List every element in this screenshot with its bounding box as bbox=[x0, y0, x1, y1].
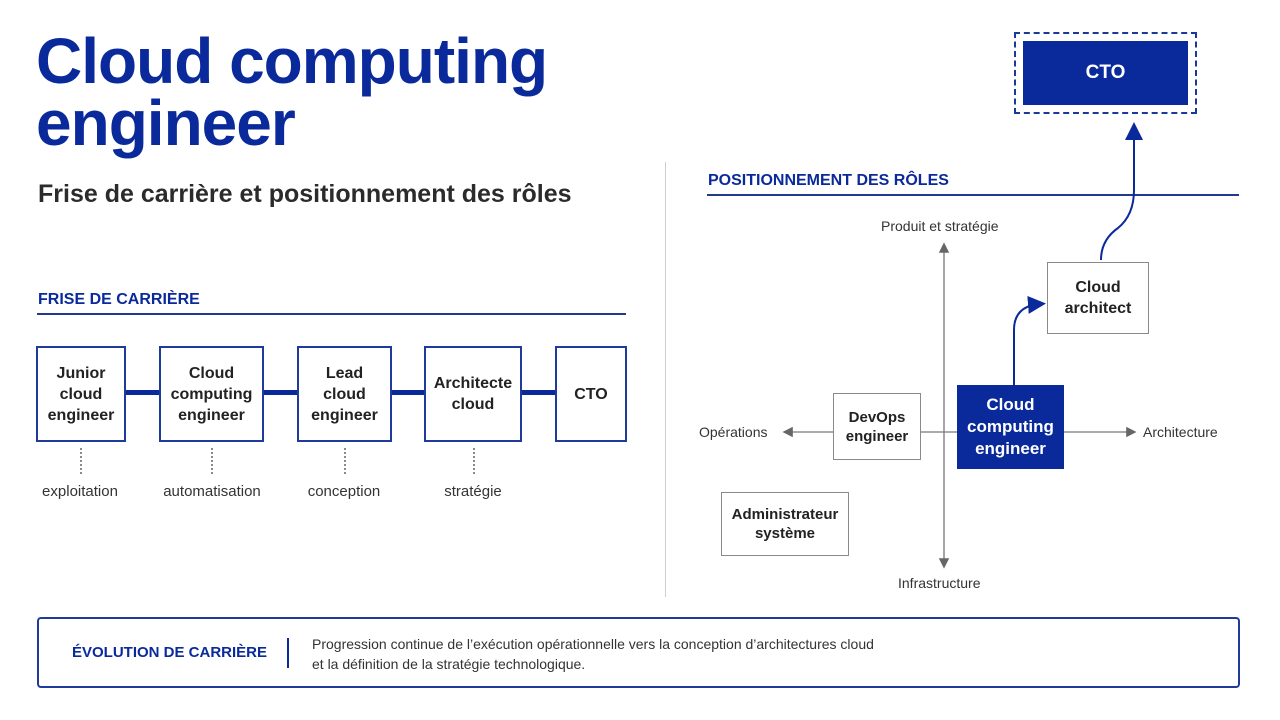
role-label: Administrateur système bbox=[731, 506, 839, 542]
positioning-section-title: POSITIONNEMENT DES RÔLES bbox=[708, 172, 949, 189]
axis-label-bottom: Infrastructure bbox=[898, 575, 981, 591]
career-step-label: Lead cloud engineer bbox=[311, 364, 378, 424]
page-title-line-1: Cloud computing bbox=[36, 25, 548, 97]
career-evolution-banner bbox=[37, 617, 1240, 688]
career-section-rule bbox=[37, 313, 626, 315]
column-divider bbox=[665, 162, 666, 597]
career-connector-dots bbox=[80, 448, 82, 474]
career-step-label: Architecte cloud bbox=[433, 375, 513, 413]
role-cto: CTO bbox=[1023, 41, 1188, 105]
banner-title: ÉVOLUTION DE CARRIÈRE bbox=[72, 644, 268, 661]
career-caption-automatisation: automatisation bbox=[163, 483, 261, 500]
axis-label-right: Architecture bbox=[1143, 424, 1218, 440]
axis-label-top: Produit et stratégie bbox=[881, 218, 999, 234]
page-title-line-2: engineer bbox=[36, 87, 296, 159]
role-cloud-architect: Cloud architect bbox=[1047, 262, 1149, 334]
arrow-engineer-to-architect bbox=[1013, 295, 1046, 385]
axis-label-left: Opérations bbox=[699, 424, 768, 440]
career-step-architect: Architecte cloud bbox=[424, 346, 522, 442]
banner-text-line-1: Progression continue de l’exécution opér… bbox=[312, 636, 874, 652]
role-administrateur-systeme: Administrateur système bbox=[721, 492, 849, 556]
career-section-title: FRISE DE CARRIÈRE bbox=[38, 291, 200, 308]
career-step-cto: CTO bbox=[555, 346, 627, 442]
role-cloud-computing-engineer: Cloud computing engineer bbox=[957, 385, 1064, 469]
arrow-architect-to-cto bbox=[1100, 122, 1143, 261]
career-caption-exploitation: exploitation bbox=[42, 483, 118, 500]
banner-text: Progression continue de l’exécution opér… bbox=[312, 634, 1012, 674]
career-step-cloud-engineer: Cloud computing engineer bbox=[159, 346, 264, 442]
role-label: DevOps engineer bbox=[845, 408, 909, 445]
career-step-label: CTO bbox=[574, 385, 608, 403]
career-step-label: Junior cloud engineer bbox=[47, 364, 115, 424]
career-caption-strategie: stratégie bbox=[444, 483, 502, 500]
career-step-label: Cloud computing engineer bbox=[170, 364, 253, 424]
page-subtitle: Frise de carrière et positionnement des … bbox=[38, 180, 572, 208]
banner-text-line-2: et la définition de la stratégie technol… bbox=[312, 656, 586, 672]
career-connector-dots bbox=[473, 448, 475, 474]
career-connector-dots bbox=[211, 448, 213, 474]
banner-separator bbox=[287, 638, 289, 668]
career-step-junior: Junior cloud engineer bbox=[36, 346, 126, 442]
role-label: Cloud computing engineer bbox=[967, 395, 1054, 458]
cto-dashed-frame bbox=[1014, 32, 1197, 114]
career-connector-dots bbox=[344, 448, 346, 474]
career-caption-conception: conception bbox=[307, 483, 381, 500]
role-label: Cloud architect bbox=[1064, 279, 1132, 317]
role-devops-engineer: DevOps engineer bbox=[833, 393, 921, 460]
career-step-lead: Lead cloud engineer bbox=[297, 346, 392, 442]
positioning-section-rule bbox=[707, 194, 1239, 196]
page-title: Cloud computing engineer bbox=[36, 25, 548, 159]
